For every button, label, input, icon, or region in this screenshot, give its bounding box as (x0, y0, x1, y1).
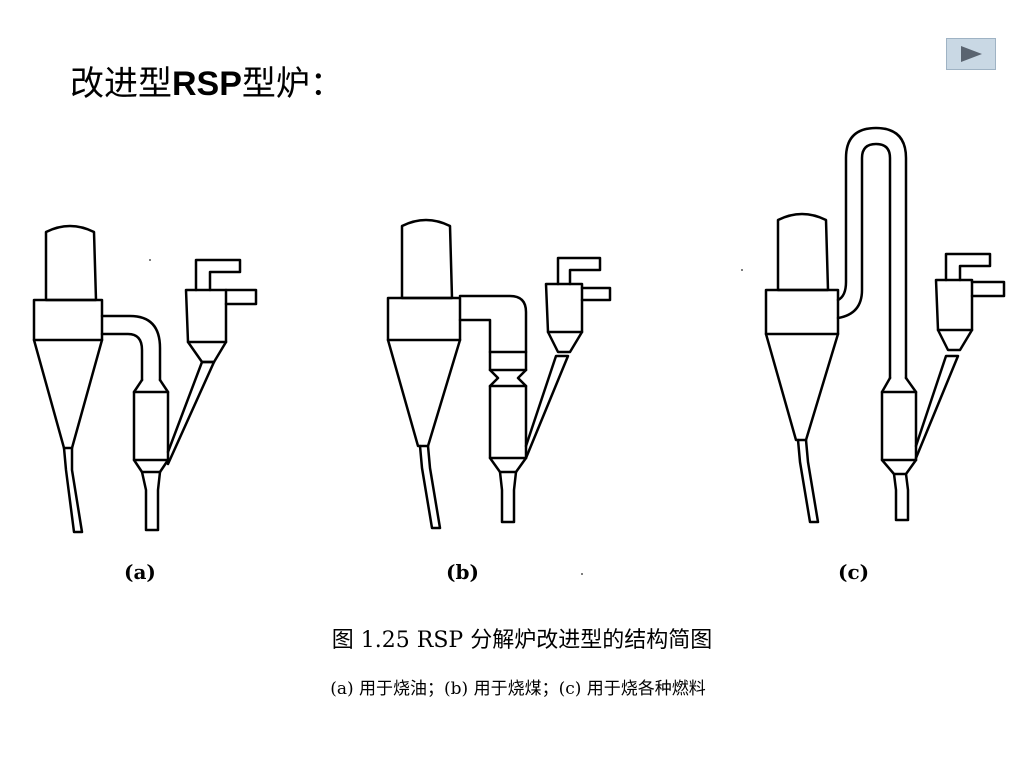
furnace-c (764, 126, 1006, 524)
figure-caption: 图 1.25 RSP 分解炉改进型的结构简图 (331, 628, 713, 653)
title-prefix: 改进型 (70, 64, 172, 104)
next-slide-button[interactable] (946, 38, 996, 70)
figure-subcaption: (a) 用于烧油；(b) 用于烧煤；(c) 用于烧各种燃料 (330, 679, 706, 699)
furnace-b (386, 218, 612, 530)
play-triangle-icon (961, 46, 982, 62)
scan-specks (149, 259, 743, 575)
label-c: (c) (838, 560, 870, 584)
label-b: (b) (446, 560, 479, 584)
label-a: (a) (124, 560, 156, 584)
furnace-a (32, 224, 258, 534)
title-suffix: 型炉： (241, 64, 344, 104)
slide-title: 改进型RSP型炉： (70, 56, 344, 105)
title-bold: RSP (172, 65, 242, 103)
